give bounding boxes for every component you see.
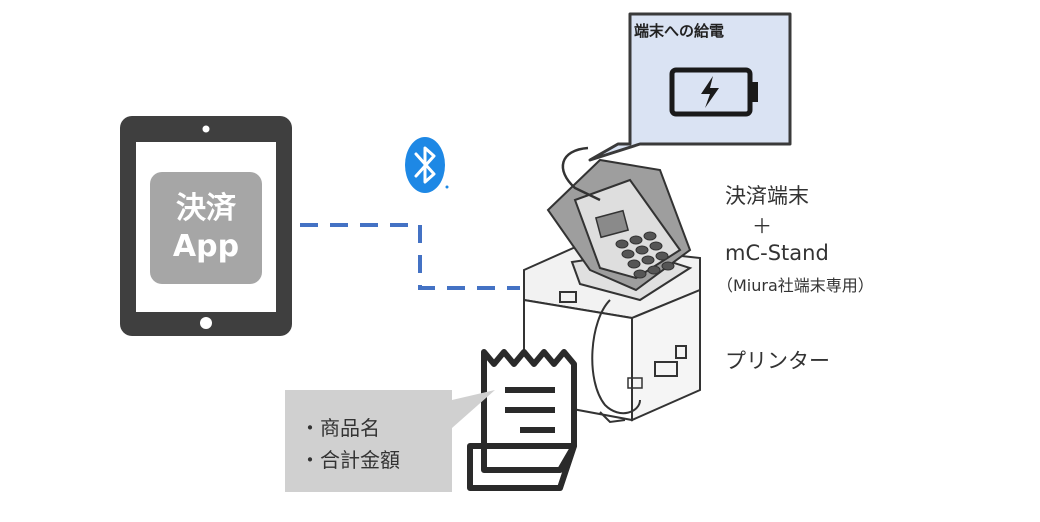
bluetooth-icon [405, 137, 449, 193]
receipt-info-box [285, 390, 495, 492]
bluetooth-connection-line [300, 223, 520, 290]
power-callout [588, 12, 792, 162]
stand-label: mC-Stand [725, 241, 829, 265]
app-label-line1: 決済 [176, 191, 236, 226]
receipt-info-line1: ・商品名 [300, 416, 380, 440]
printer-label: プリンター [725, 349, 830, 373]
callout-title: 端末への給電 [634, 22, 725, 40]
app-tile-label: 決済 App [150, 172, 262, 284]
tablet-icon [120, 116, 292, 336]
payment-terminal-icon [546, 146, 693, 302]
plus-label: ＋ [752, 214, 772, 238]
app-tile [150, 172, 262, 284]
terminal-label: 決済端末 [725, 184, 809, 208]
receipt-info-line2: ・合計金額 [300, 448, 400, 472]
app-label-line2: App [172, 229, 240, 264]
stand-note: （Miura社端末専用） [717, 276, 874, 295]
receipt-icon [467, 349, 577, 491]
battery-charging-icon [669, 67, 758, 117]
